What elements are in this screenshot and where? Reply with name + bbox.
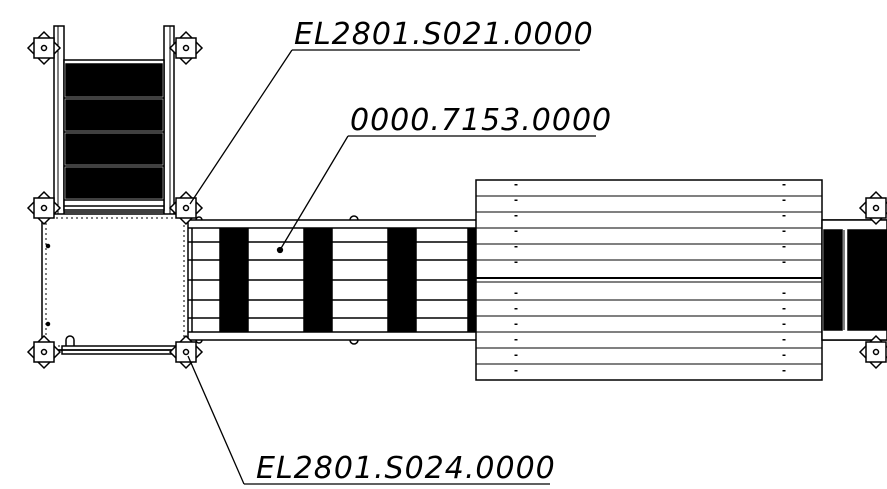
bracket	[26, 334, 62, 370]
belt-segment	[65, 99, 163, 131]
belt-segment	[65, 133, 163, 165]
brackets	[26, 30, 887, 370]
bracket	[26, 30, 62, 66]
belt-segment	[65, 167, 163, 199]
callout-top-text: EL2801.S021.0000	[294, 17, 594, 52]
platform	[475, 179, 823, 381]
callout-bottom-text: EL2801.S024.0000	[256, 451, 556, 486]
belt-segment	[65, 63, 163, 97]
belt-block	[219, 228, 249, 332]
belt-block	[387, 228, 417, 332]
bracket	[858, 334, 887, 370]
bracket	[168, 334, 204, 370]
callout-middle-text: 0000.7153.0000	[350, 103, 612, 138]
bracket	[168, 190, 204, 226]
main-conveyor	[188, 215, 887, 345]
base-frame	[41, 213, 189, 355]
right-conveyor	[821, 219, 887, 341]
vertical-conveyor	[53, 25, 175, 217]
bracket	[26, 190, 62, 226]
bracket	[858, 190, 887, 226]
belt-block	[303, 228, 333, 332]
bracket	[168, 30, 204, 66]
leader-lines	[187, 49, 596, 485]
